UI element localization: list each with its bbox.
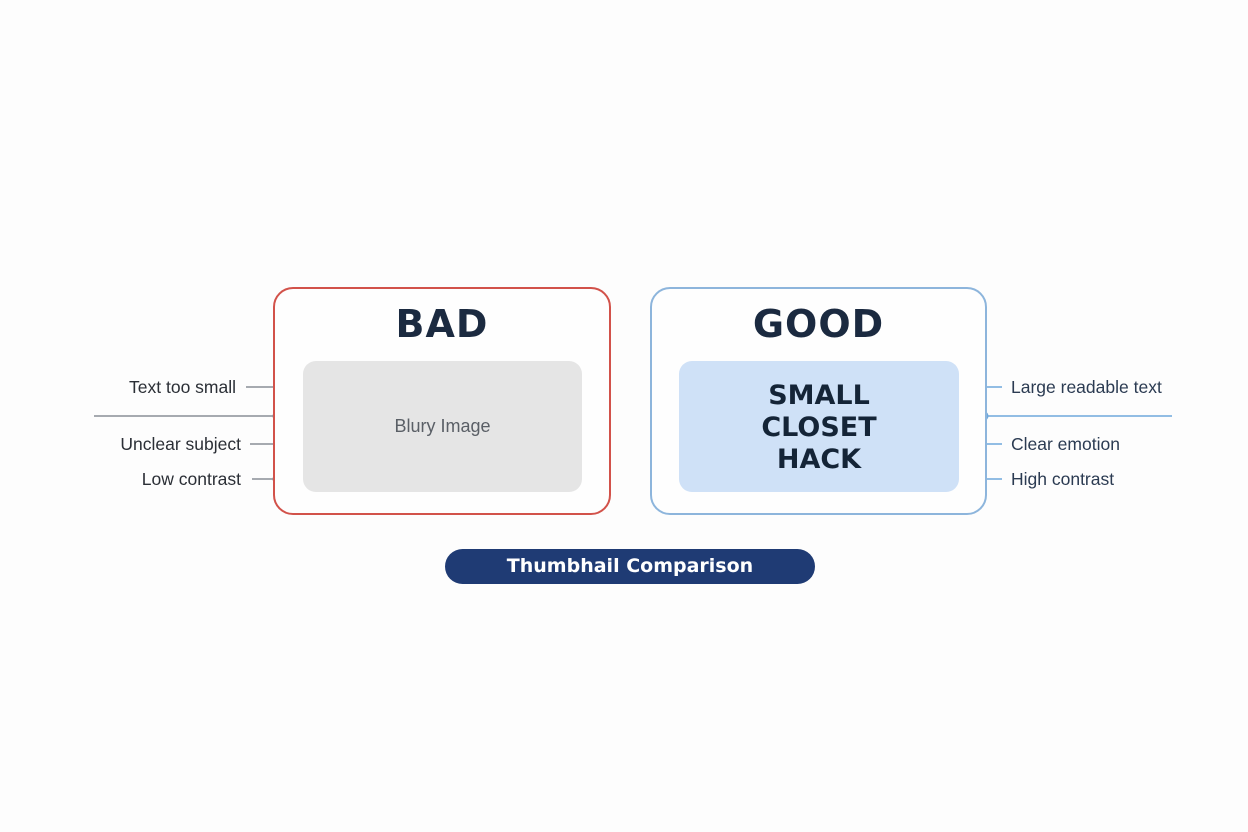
bad-thumbnail: Blury Image <box>303 361 582 492</box>
good-thumbnail-line: HACK <box>776 444 862 475</box>
bad-thumbnail-label: Blury Image <box>394 416 491 436</box>
callout-large-readable-text: Large readable text <box>1011 377 1162 397</box>
callout-high-contrast: High contrast <box>1011 469 1115 489</box>
good-title: GOOD <box>752 302 885 346</box>
good-thumbnail-line: SMALL <box>768 380 870 411</box>
good-panel: GOOD SMALL CLOSET HACK <box>650 287 987 515</box>
callout-unclear-subject: Unclear subject <box>120 434 241 454</box>
callout-clear-emotion: Clear emotion <box>1011 434 1120 454</box>
bad-title: BAD <box>395 302 489 346</box>
callout-text-too-small: Text too small <box>129 377 236 397</box>
caption-pill: Thumbhail Comparison <box>445 549 815 584</box>
good-thumbnail-line: CLOSET <box>761 412 877 443</box>
good-thumbnail: SMALL CLOSET HACK <box>679 361 959 492</box>
bad-panel: BAD Blury Image <box>273 287 611 515</box>
callout-low-contrast: Low contrast <box>141 469 241 489</box>
good-thumbnail-text: SMALL CLOSET HACK <box>679 380 959 476</box>
